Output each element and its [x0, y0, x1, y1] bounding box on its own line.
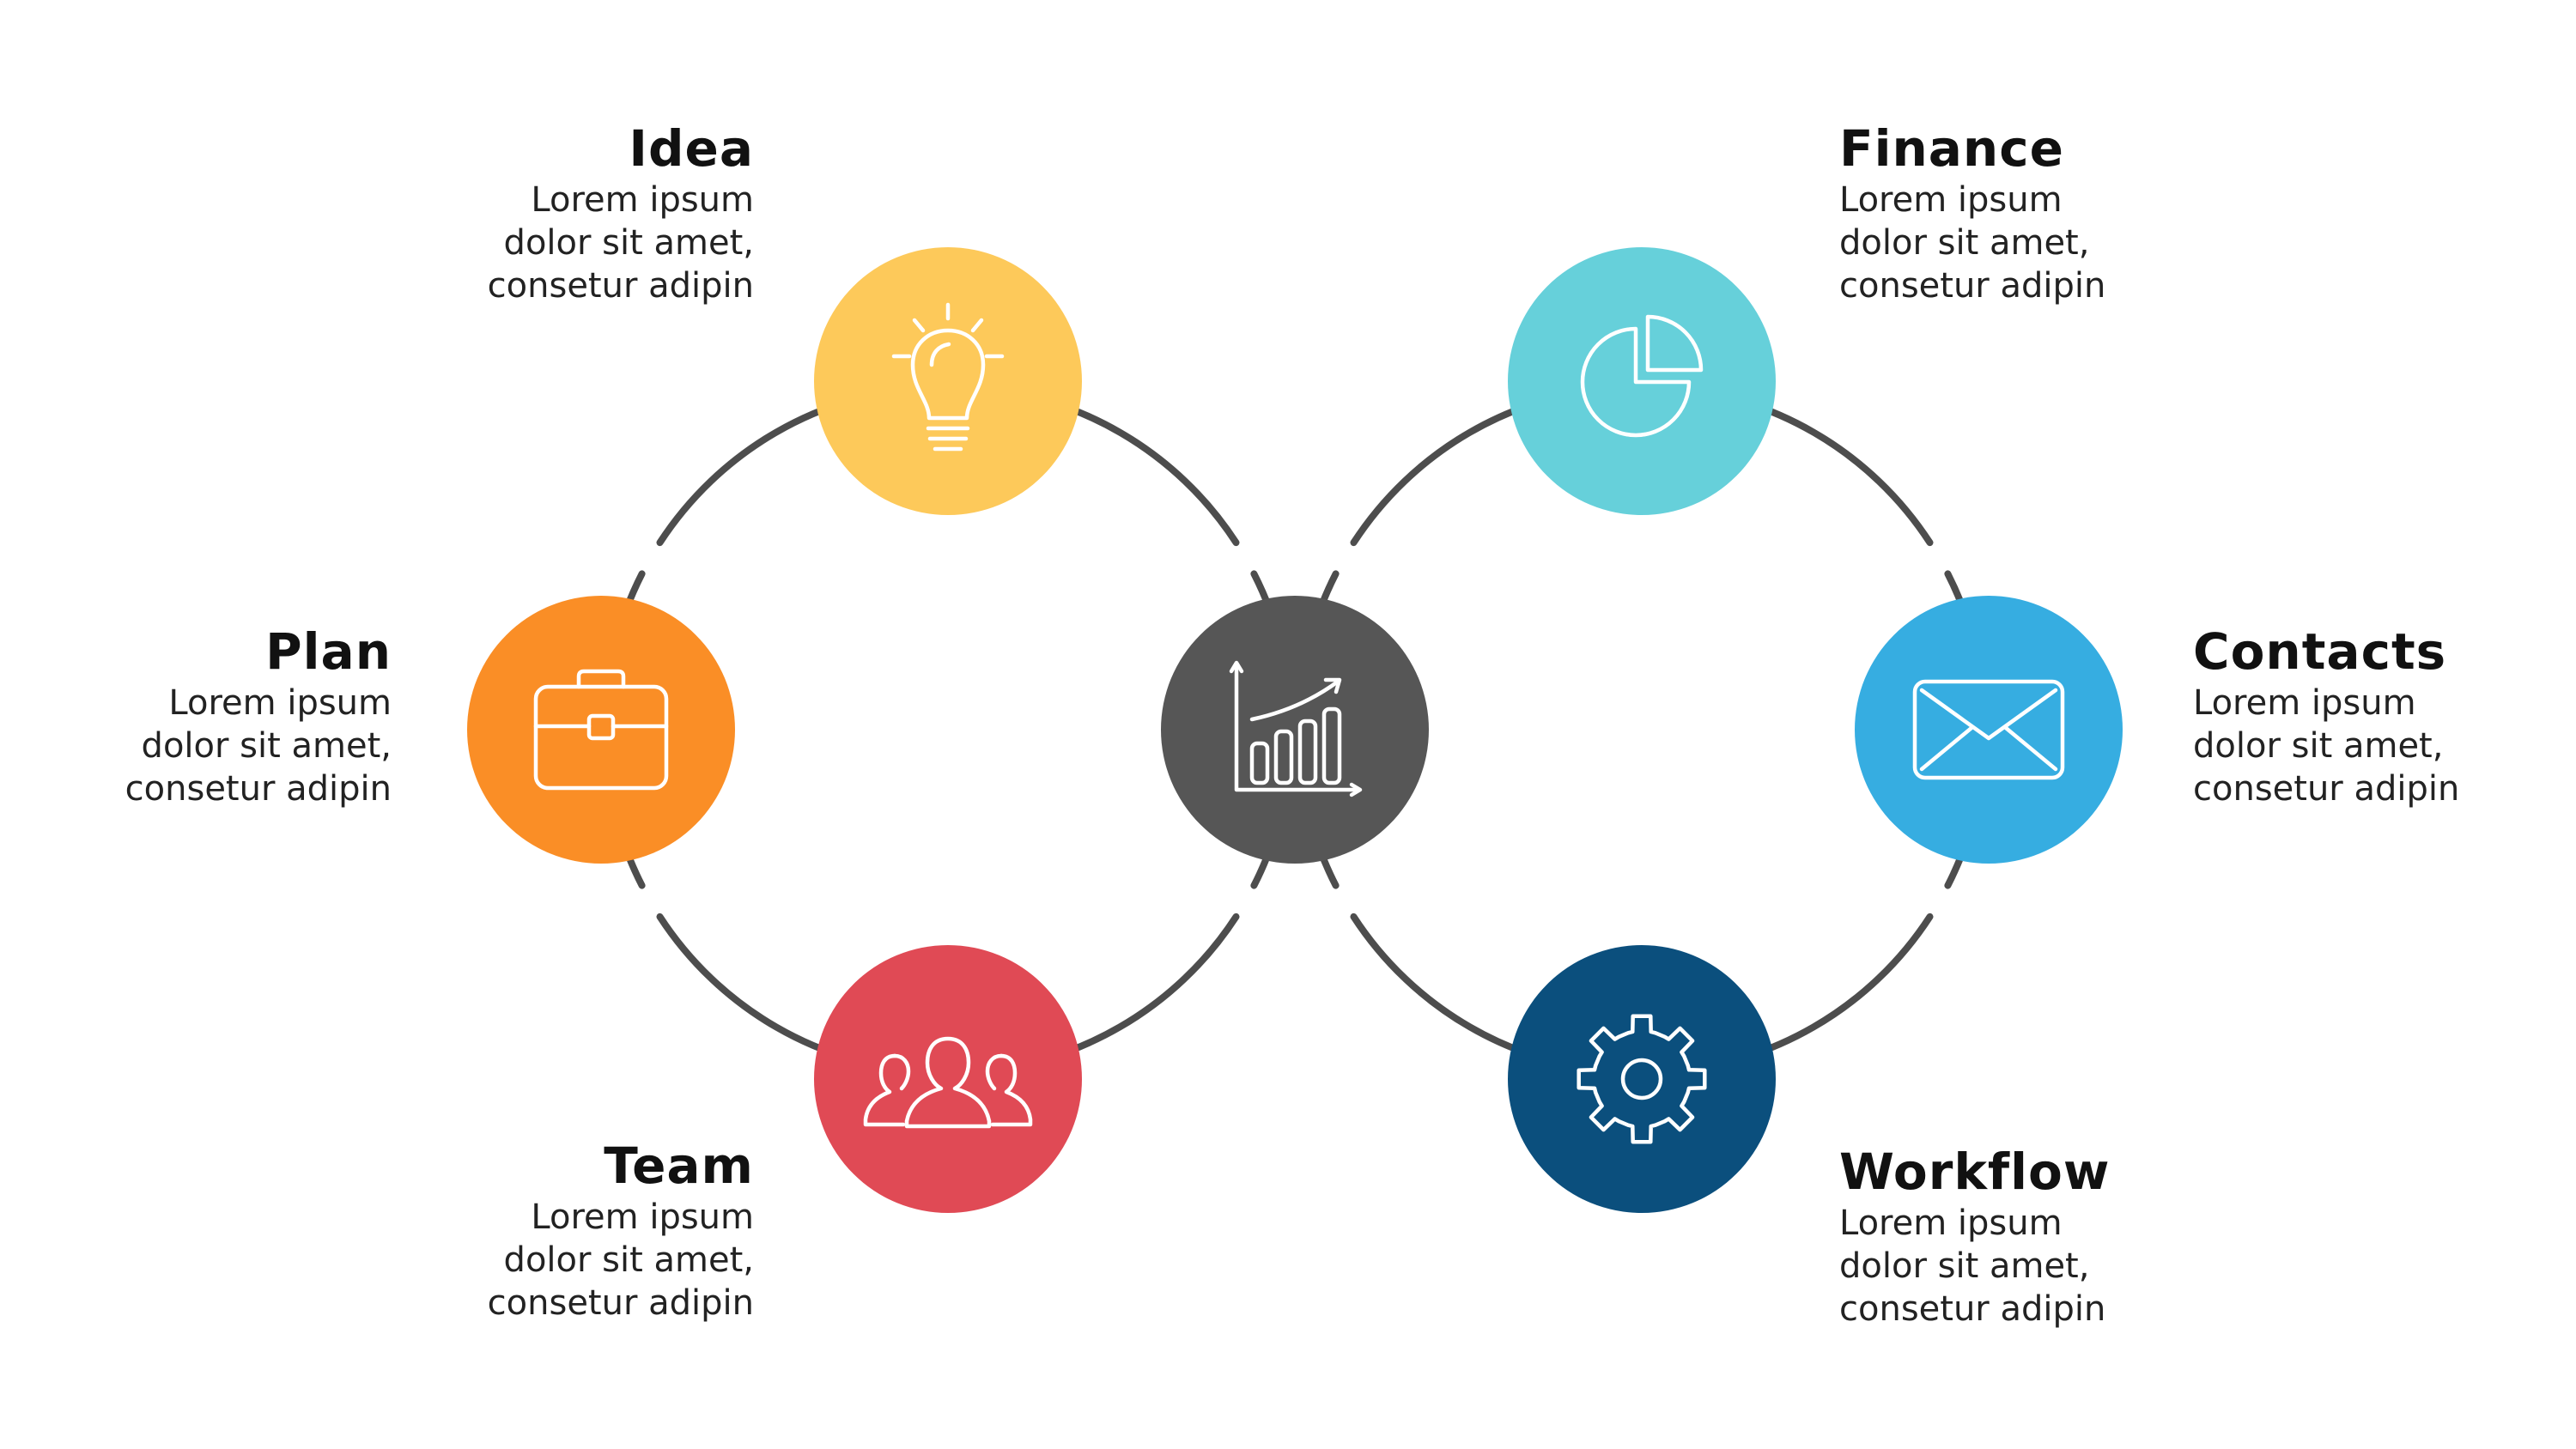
step-desc-line: consetur adipin	[1839, 1289, 2106, 1329]
bar-chart-growth-icon	[1229, 660, 1363, 797]
step-node-workflow	[1508, 945, 1776, 1213]
step-label-finance: Finance Lorem ipsum dolor sit amet, cons…	[1839, 118, 2286, 307]
step-desc-line: Lorem ipsum	[1839, 1203, 2063, 1243]
step-desc-line: consetur adipin	[1839, 266, 2106, 306]
step-title-plan: Plan	[265, 622, 392, 681]
step-desc-line: dolor sit amet,	[2193, 726, 2444, 766]
envelope-icon	[1912, 679, 2065, 780]
step-node-plan	[467, 596, 735, 864]
step-desc-line: consetur adipin	[487, 266, 754, 306]
step-label-plan: Plan Lorem ipsum dolor sit amet, consetu…	[0, 621, 392, 810]
step-desc-line: Lorem ipsum	[531, 1197, 754, 1237]
gear-outline	[1577, 1014, 1707, 1144]
lightbulb-icon	[891, 302, 1005, 452]
step-label-team: Team Lorem ipsum dolor sit amet, consetu…	[307, 1136, 754, 1325]
step-desc-line: Lorem ipsum	[531, 180, 754, 220]
step-title-idea: Idea	[629, 119, 754, 178]
briefcase-icon	[533, 669, 669, 791]
step-title-workflow: Workflow	[1839, 1143, 2111, 1201]
step-label-idea: Idea Lorem ipsum dolor sit amet, consetu…	[307, 118, 754, 307]
step-desc-line: dolor sit amet,	[141, 726, 392, 766]
step-label-workflow: Workflow Lorem ipsum dolor sit amet, con…	[1839, 1142, 2286, 1331]
step-desc-line: dolor sit amet,	[503, 223, 754, 263]
step-desc-line: Lorem ipsum	[2193, 683, 2416, 723]
gear-icon	[1577, 1014, 1707, 1144]
step-desc-line: Lorem ipsum	[168, 683, 392, 723]
pie-chart-icon	[1580, 314, 1704, 438]
step-title-contacts: Contacts	[2193, 622, 2447, 681]
step-desc-line: consetur adipin	[2193, 769, 2460, 809]
step-desc-line: Lorem ipsum	[1839, 180, 2063, 220]
step-node-contacts	[1855, 596, 2123, 864]
step-desc-line: dolor sit amet,	[503, 1240, 754, 1280]
step-title-team: Team	[604, 1137, 754, 1195]
center-node	[1161, 596, 1429, 864]
step-label-contacts: Contacts Lorem ipsum dolor sit amet, con…	[2193, 621, 2576, 810]
step-node-team	[814, 945, 1082, 1213]
step-node-finance	[1508, 247, 1776, 515]
step-desc-line: consetur adipin	[487, 1283, 754, 1323]
step-desc-line: consetur adipin	[125, 769, 392, 809]
people-group-icon	[863, 1036, 1033, 1129]
step-desc-line: dolor sit amet,	[1839, 1246, 2090, 1286]
step-desc-line: dolor sit amet,	[1839, 223, 2090, 263]
step-node-idea	[814, 247, 1082, 515]
step-title-finance: Finance	[1839, 119, 2064, 178]
